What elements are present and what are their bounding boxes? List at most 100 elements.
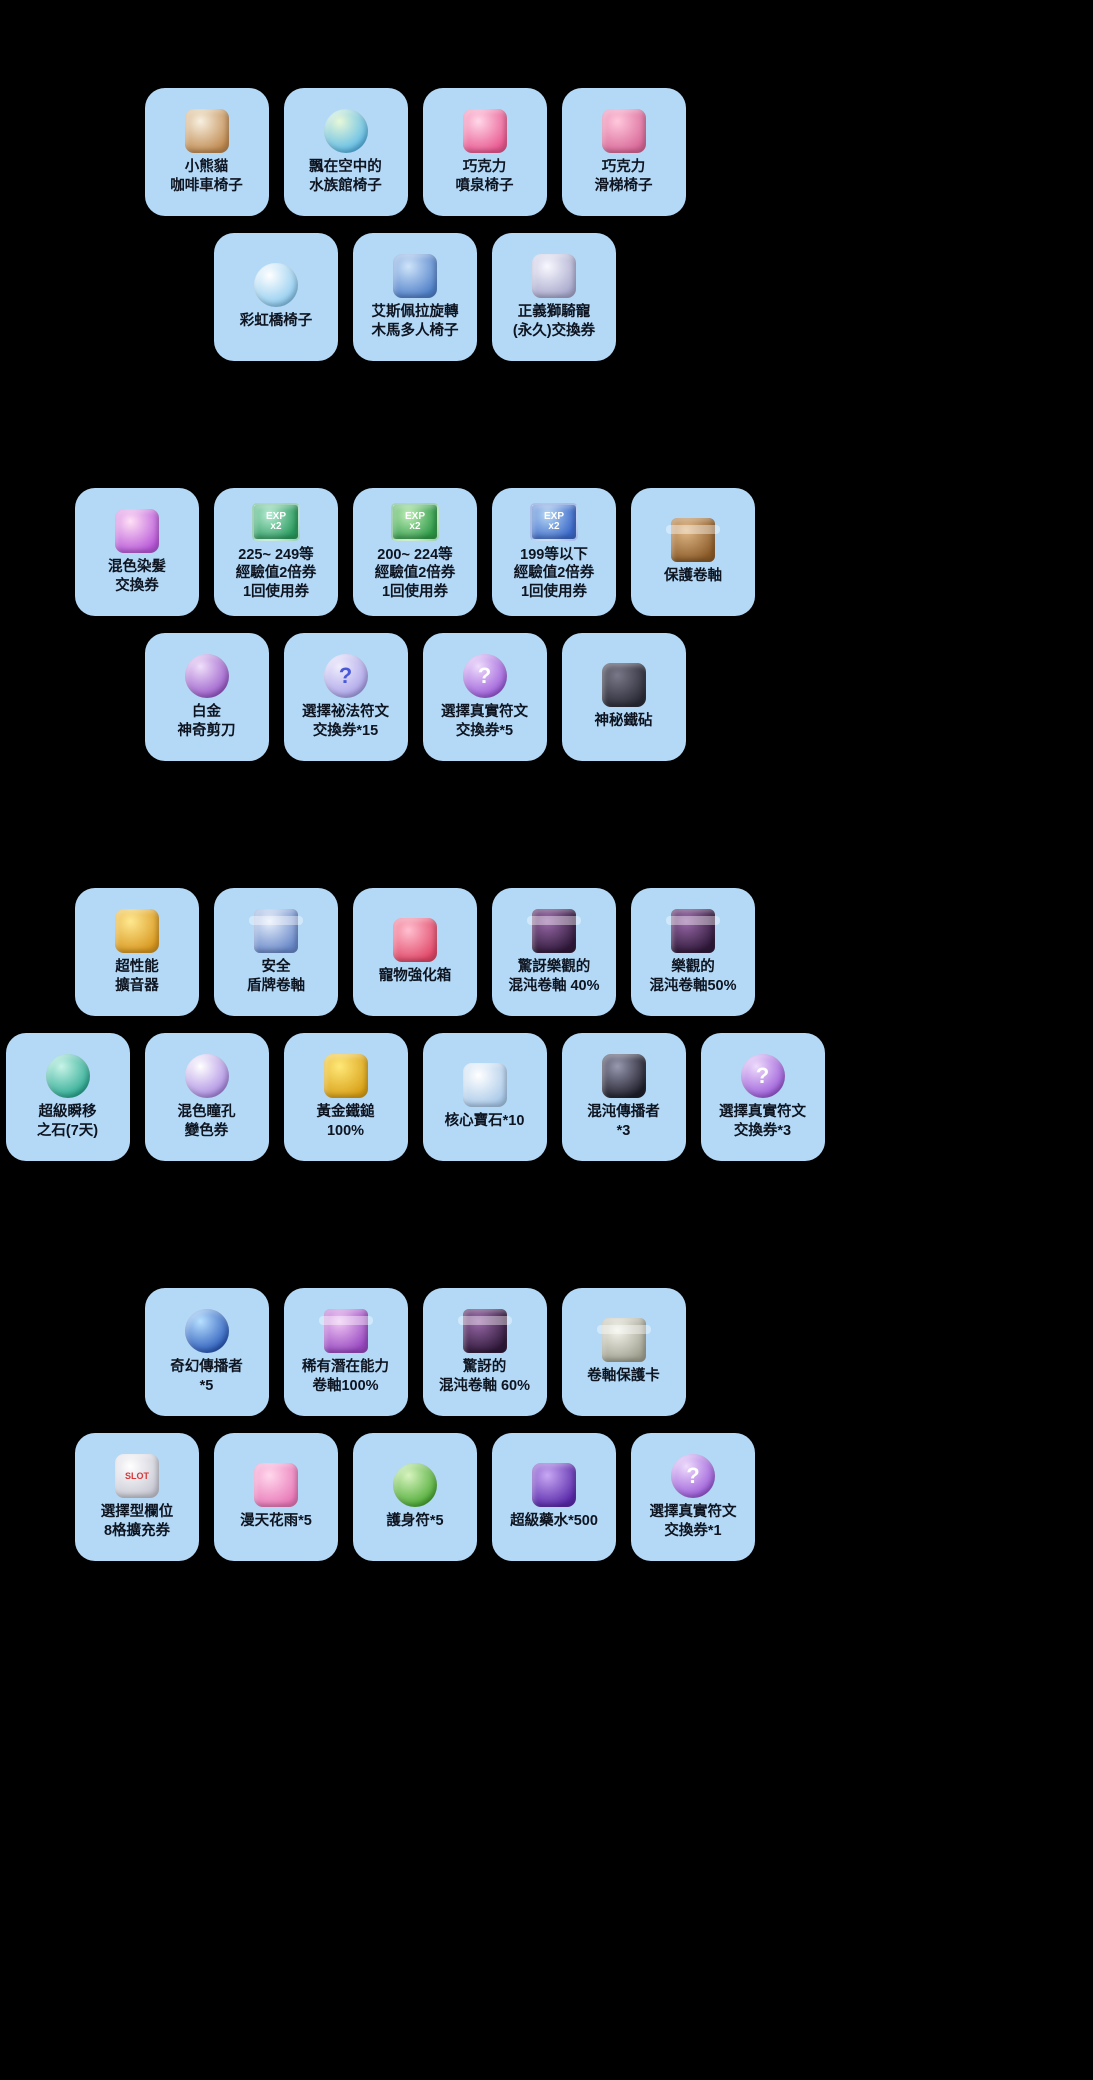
miraculous-chaos-scroll-60-card[interactable]: 驚訝的 混沌卷軸 60% <box>422 1288 547 1416</box>
authentic-symbol-ticket-icon: ? <box>740 1054 785 1099</box>
mixed-eye-color-ticket-card[interactable]: 混色瞳孔 變色券 <box>144 1033 269 1161</box>
aquarium-icon <box>323 109 368 154</box>
item-label: 彩虹橋椅子 <box>239 313 313 330</box>
item-label: 護身符*5 <box>386 1513 444 1530</box>
exp2x-225-249-card[interactable]: EXP x2 225~ 249等 經驗值2倍券 1回使用券 <box>214 488 338 616</box>
chocolate-slide-chair-card[interactable]: 巧克力 滑梯椅子 <box>561 88 686 216</box>
chaos-scroll-icon <box>527 909 581 954</box>
item-label: 選擇型欄位 8格擴充券 <box>100 1504 174 1539</box>
item-row: 小熊貓 咖啡車椅子飄在空中的 水族館椅子 巧克力 噴泉椅子 巧克力 滑梯椅子 <box>0 88 830 216</box>
golden-hammer-icon <box>323 1054 368 1099</box>
rare-potential-scroll-100-card[interactable]: 稀有潛在能力 卷軸100% <box>283 1288 408 1416</box>
chaos-scroll-icon <box>457 1309 512 1354</box>
scroll-protection-card-icon <box>596 1318 651 1363</box>
item-label: 飄在空中的 水族館椅子 <box>309 159 382 194</box>
protection-charm-5-card[interactable]: 護身符*5 <box>353 1433 477 1561</box>
super-teleport-rock-7d-card[interactable]: 超級瞬移 之石(7天) <box>5 1033 130 1161</box>
flower-rain-icon <box>254 1463 298 1508</box>
mysterious-anvil-card[interactable]: 神秘鐵砧 <box>561 633 686 761</box>
item-label: 199等以下 經驗值2倍券 1回使用券 <box>513 547 595 600</box>
item-label: 選擇真實符文 交換券*5 <box>441 704 528 739</box>
item-label: 超級瞬移 之石(7天) <box>36 1104 99 1139</box>
item-label: 樂觀的 混沌卷軸50% <box>649 959 737 994</box>
potential-scroll-icon <box>318 1309 373 1354</box>
item-label: 安全 盾牌卷軸 <box>247 959 305 994</box>
item-section-3: 超性能 擴音器 安全 盾牌卷軸 寵物強化箱 驚訝樂觀的 混沌卷軸 40% 樂觀的 混沌卷… <box>0 888 830 1161</box>
item-label: 超級藥水*500 <box>510 1513 598 1530</box>
selective-slot-expansion-8-card[interactable]: SLOT 選擇型欄位 8格擴充券 <box>75 1433 199 1561</box>
chocolate-slide-icon <box>601 109 646 154</box>
chocolate-fountain-chair-card[interactable]: 巧克力 噴泉椅子 <box>422 88 547 216</box>
authentic-symbol-ticket-5-card[interactable]: ?選擇真實符文 交換券*5 <box>422 633 547 761</box>
panda-coffee-cart-chair-card[interactable]: 小熊貓 咖啡車椅子 <box>144 88 269 216</box>
core-gemstone-10-card[interactable]: 核心寶石*10 <box>422 1033 547 1161</box>
megaphone-icon <box>115 909 159 954</box>
chocolate-fountain-icon <box>462 109 507 154</box>
item-row: 奇幻傳播者 *5 稀有潛在能力 卷軸100% 驚訝的 混沌卷軸 60% 卷軸保護卡 <box>0 1288 830 1416</box>
exp2x-under-199-card[interactable]: EXP x2 199等以下 經驗值2倍券 1回使用券 <box>492 488 616 616</box>
hair-dye-icon <box>115 509 159 554</box>
item-label: 驚訝樂觀的 混沌卷軸 40% <box>508 959 600 994</box>
slot-machine-icon: SLOT <box>115 1454 159 1499</box>
positive-chaos-scroll-50-card[interactable]: 樂觀的 混沌卷軸50% <box>631 888 755 1016</box>
protection-scroll-card[interactable]: 保護卷軸 <box>631 488 755 616</box>
super-megaphone-card[interactable]: 超性能 擴音器 <box>75 888 199 1016</box>
authentic-symbol-ticket-3-card[interactable]: ? 選擇真實符文 交換券*3 <box>700 1033 825 1161</box>
floating-aquarium-chair-card[interactable]: 飄在空中的 水族館椅子 <box>283 88 408 216</box>
item-section-4: 奇幻傳播者 *5 稀有潛在能力 卷軸100% 驚訝的 混沌卷軸 60% 卷軸保護卡 SL… <box>0 1288 830 1561</box>
item-label: 超性能 擴音器 <box>115 959 159 994</box>
item-label: 巧克力 噴泉椅子 <box>455 159 514 194</box>
eye-color-icon <box>184 1054 229 1099</box>
safety-shield-scroll-card[interactable]: 安全 盾牌卷軸 <box>214 888 338 1016</box>
item-label: 驚訝的 混沌卷軸 60% <box>438 1359 531 1394</box>
rainbow-bridge-chair-card[interactable]: 彩虹橋椅子 <box>214 233 338 361</box>
item-row: 彩虹橋椅子 艾斯佩拉旋轉 木馬多人椅子正義獅騎寵 (永久)交換券 <box>0 233 830 361</box>
coffee-cart-icon <box>184 109 229 154</box>
flower-rain-5-card[interactable]: 漫天花雨*5 <box>214 1433 338 1561</box>
platinum-magic-scissors-card[interactable]: 白金 神奇剪刀 <box>144 633 269 761</box>
item-label: 選擇真實符文 交換券*3 <box>719 1104 806 1139</box>
authentic-symbol-ticket-1-card[interactable]: ? 選擇真實符文 交換券*1 <box>631 1433 755 1561</box>
carousel-icon <box>393 254 437 299</box>
item-label: 卷軸保護卡 <box>587 1368 660 1385</box>
item-label: 225~ 249等 經驗值2倍券 1回使用券 <box>235 547 317 600</box>
item-label: 奇幻傳播者 *5 <box>170 1359 243 1394</box>
charm-icon <box>393 1463 437 1508</box>
pet-enhance-box-card[interactable]: 寵物強化箱 <box>353 888 477 1016</box>
item-row: 超性能 擴音器 安全 盾牌卷軸 寵物強化箱 驚訝樂觀的 混沌卷軸 40% 樂觀的 混沌卷… <box>0 888 830 1016</box>
arcane-symbol-ticket-15-card[interactable]: ?選擇祕法符文 交換券*15 <box>283 633 408 761</box>
chaos-circulator-3-card[interactable]: 混沌傳播者 *3 <box>561 1033 686 1161</box>
fantastic-circulator-5-card[interactable]: 奇幻傳播者 *5 <box>144 1288 269 1416</box>
item-label: 黃金鐵鎚 100% <box>316 1104 375 1139</box>
justice-lion-mount-ticket-card[interactable]: 正義獅騎寵 (永久)交換券 <box>492 233 616 361</box>
exp-2x-coupon-icon: EXP x2 <box>252 503 300 542</box>
item-label: 神秘鐵砧 <box>594 713 653 730</box>
item-section-1: 小熊貓 咖啡車椅子飄在空中的 水族館椅子 巧克力 噴泉椅子 巧克力 滑梯椅子彩虹橋椅… <box>0 88 830 361</box>
golden-hammer-100-card[interactable]: 黃金鐵鎚 100% <box>283 1033 408 1161</box>
esfera-carousel-chair-card[interactable]: 艾斯佩拉旋轉 木馬多人椅子 <box>353 233 477 361</box>
exp-2x-coupon-icon: EXP x2 <box>530 503 578 542</box>
potion-icon <box>532 1463 576 1508</box>
anvil-icon <box>601 663 646 708</box>
rainbow-bridge-icon <box>254 263 298 308</box>
miraculous-positive-chaos-scroll-40-card[interactable]: 驚訝樂觀的 混沌卷軸 40% <box>492 888 616 1016</box>
item-row: 超級瞬移 之石(7天) 混色瞳孔 變色券黃金鐵鎚 100% 核心寶石*10 混沌傳播者… <box>0 1033 830 1161</box>
super-potion-500-card[interactable]: 超級藥水*500 <box>492 1433 616 1561</box>
core-gemstone-icon <box>462 1063 507 1108</box>
item-label: 寵物強化箱 <box>378 968 452 985</box>
item-label: 選擇真實符文 交換券*1 <box>649 1504 737 1539</box>
scroll-protection-card-card[interactable]: 卷軸保護卡 <box>561 1288 686 1416</box>
magic-scissors-icon <box>184 654 229 699</box>
fantastic-circulator-icon <box>184 1309 229 1354</box>
shield-scroll-icon <box>249 909 303 954</box>
mixed-hair-dye-ticket-card[interactable]: 混色染髮 交換券 <box>75 488 199 616</box>
lion-mount-icon <box>532 254 576 299</box>
item-label: 正義獅騎寵 (永久)交換券 <box>512 304 596 339</box>
authentic-symbol-ticket-icon: ? <box>671 1454 715 1499</box>
exp-2x-coupon-icon: EXP x2 <box>391 503 439 542</box>
item-label: 混沌傳播者 *3 <box>587 1104 660 1139</box>
exp2x-200-224-card[interactable]: EXP x2 200~ 224等 經驗值2倍券 1回使用券 <box>353 488 477 616</box>
protection-scroll-icon <box>666 518 720 563</box>
item-label: 200~ 224等 經驗值2倍券 1回使用券 <box>374 547 456 600</box>
